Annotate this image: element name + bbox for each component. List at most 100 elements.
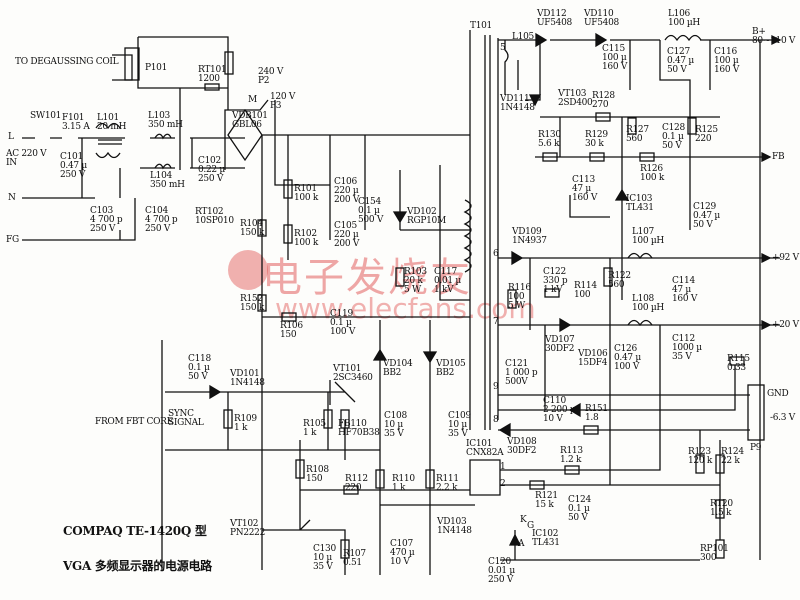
value-text: 1 kV xyxy=(434,285,454,295)
value-text: 350 mH xyxy=(148,120,183,130)
value-text: HF70B38 xyxy=(338,428,380,438)
value-text: 10 µ xyxy=(448,420,467,430)
ref-designator: R122 xyxy=(608,271,631,281)
ref-designator: R115 xyxy=(727,354,750,364)
ref-designator: G xyxy=(527,521,534,531)
ref-designator: C126 xyxy=(614,344,637,354)
ref-designator: GND xyxy=(767,389,789,399)
value-text: 10 V xyxy=(390,557,410,567)
value-text: 120 k xyxy=(688,456,712,466)
ref-designator: +20 V xyxy=(772,320,799,330)
ref-designator: RT102 xyxy=(195,207,224,217)
value-text: 10 µ xyxy=(313,553,332,563)
value-text: SIGNAL xyxy=(168,418,204,428)
value-text: 4 700 p xyxy=(90,215,123,225)
value-text: 50 V xyxy=(568,513,588,523)
ref-designator: R126 xyxy=(640,164,663,174)
ref-designator: R127 xyxy=(626,125,649,135)
value-text: 35 V xyxy=(313,562,333,572)
value-text: 220 xyxy=(345,483,362,493)
value-text: 1 k xyxy=(392,483,406,493)
ref-designator: C119 xyxy=(330,309,353,319)
value-text: 50 V xyxy=(662,141,682,151)
value-text: 0.1 µ xyxy=(568,504,590,514)
ref-designator: FB xyxy=(772,152,785,162)
value-text: 160 V xyxy=(572,193,598,203)
ref-designator: R113 xyxy=(560,446,583,456)
label-degauss: TO DEGAUSSING COIL xyxy=(15,58,119,67)
value-text: 350 mH xyxy=(150,180,185,190)
ref-designator: R125 xyxy=(695,125,718,135)
value-text: IN xyxy=(6,158,17,168)
value-text: PN2222 xyxy=(230,528,266,538)
value-text: 1200 xyxy=(198,74,220,84)
value-text: CNX82A xyxy=(466,448,504,458)
value-text: 5.6 k xyxy=(538,139,560,149)
value-text: 250 V xyxy=(488,575,514,585)
value-text: 2.2 k xyxy=(436,483,458,493)
ref-designator: F101 xyxy=(62,113,85,123)
value-text: GBL06 xyxy=(232,120,262,130)
ref-designator: R129 xyxy=(585,130,608,140)
ref-designator: VT103 xyxy=(558,89,587,99)
watermark-cn: 电子发烧友 xyxy=(262,255,472,301)
ref-designator: C128 xyxy=(662,123,685,133)
label-l: L xyxy=(8,133,14,142)
ref-designator: P9 xyxy=(750,443,762,453)
ref-designator: C112 xyxy=(672,334,695,344)
ref-designator: R124 xyxy=(721,447,744,457)
ref-designator: 1 xyxy=(500,462,506,472)
value-text: 4 700 p xyxy=(145,215,178,225)
value-text: 100 µH xyxy=(632,236,664,246)
value-text: 1 000 p xyxy=(505,368,538,378)
value-text: 35 V xyxy=(384,429,404,439)
value-text: TL431 xyxy=(626,203,654,213)
value-text: 0.22 µ xyxy=(198,165,225,175)
ref-designator: SYNC xyxy=(168,409,194,419)
value-text: 0.33 xyxy=(727,363,746,373)
value-text: 330 p xyxy=(543,276,568,286)
value-text: 160 V xyxy=(672,294,698,304)
value-text: 150 xyxy=(280,330,297,340)
value-text: 2SC3460 xyxy=(333,373,373,383)
ref-designator: C107 xyxy=(390,539,413,549)
value-text: BB2 xyxy=(383,368,402,378)
ref-designator: R109 xyxy=(234,414,257,424)
value-text: 150 xyxy=(306,474,323,484)
value-text: 100 µ xyxy=(602,53,627,63)
ref-designator: C101 xyxy=(60,152,83,162)
ref-designator: VD107 xyxy=(545,335,575,345)
ref-designator: R123 xyxy=(688,447,711,457)
ref-designator: R111 xyxy=(436,474,459,484)
value-text: 100 k xyxy=(294,238,318,248)
ref-designator: VDB101 xyxy=(232,111,268,121)
label-v63: -6.3 V xyxy=(770,414,795,423)
ref-designator: R130 xyxy=(538,130,561,140)
ref-designator: C104 xyxy=(145,206,168,216)
value-text: 30DF2 xyxy=(507,446,537,456)
ref-designator: C102 xyxy=(198,156,221,166)
value-text: 10SP010 xyxy=(195,216,234,226)
value-text: 2 200 µ xyxy=(543,405,576,415)
ref-designator: R105 xyxy=(303,419,326,429)
value-text: 35 V xyxy=(448,429,468,439)
label-v92: +92 V xyxy=(772,254,799,263)
ref-designator: RP101 xyxy=(700,544,729,554)
value-text: 100 xyxy=(508,292,525,302)
ref-designator: 8 xyxy=(493,415,499,425)
